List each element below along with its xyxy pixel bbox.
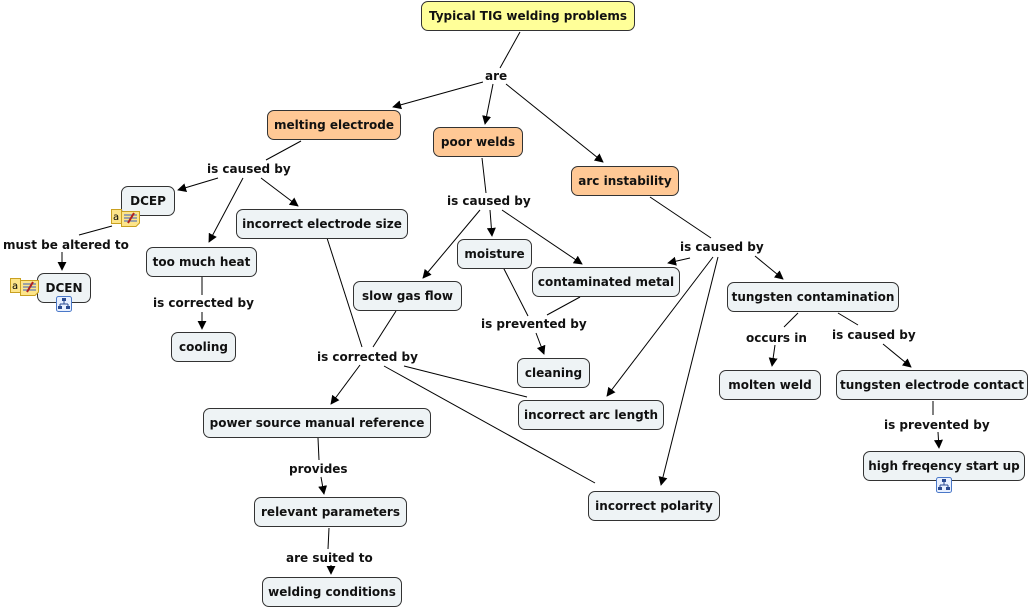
concept-relevant-parameters[interactable]: relevant parameters [254,497,407,527]
edge [535,332,546,355]
link-gas-is-corrected-by[interactable]: is corrected by [315,350,420,364]
concept-high-freqency-start-up[interactable]: high freqency start up [863,451,1025,481]
link-occurs-in[interactable]: occurs in [744,331,809,345]
link-is-prevented-by[interactable]: is prevented by [479,317,589,331]
concept-tungsten-contamination[interactable]: tungsten contamination [727,282,899,312]
concept-too-much-heat[interactable]: too much heat [146,247,257,277]
concept-molten-weld[interactable]: molten weld [719,370,821,400]
edge [768,344,778,367]
edge [265,140,302,161]
concept-incorrect-arc-length[interactable]: incorrect arc length [518,400,664,430]
link-contact-is-prevented-by[interactable]: is prevented by [882,418,992,432]
edge [403,365,528,398]
edge [934,431,943,449]
edge [606,256,714,397]
edge [501,209,583,265]
concept-cooling[interactable]: cooling [171,332,236,362]
edge [505,83,604,163]
edge [372,310,397,348]
edge [330,364,361,405]
edge [327,527,330,550]
edge [422,209,481,279]
edge [502,266,529,317]
edge [546,296,581,316]
edge [667,256,691,266]
edge [754,255,784,280]
concept-poor-welds[interactable]: poor welds [433,127,523,157]
concept-cleaning[interactable]: cleaning [517,358,590,388]
edge [658,256,719,486]
edge [260,177,299,207]
edge [383,365,596,484]
concept-slow-gas-flow[interactable]: slow gas flow [353,281,462,311]
edge [649,196,712,239]
concept-map-link-icon[interactable] [936,477,952,493]
concept-contaminated-metal[interactable]: contaminated metal [532,267,680,297]
annotation-note-icon[interactable]: a [111,209,141,227]
concept-incorrect-polarity[interactable]: incorrect polarity [588,491,720,521]
edge [482,83,494,125]
concept-melting-electrode[interactable]: melting electrode [267,110,401,140]
link-heat-is-corrected-by[interactable]: is corrected by [151,296,256,310]
edge [837,312,859,326]
link-must-be-altered-to[interactable]: must be altered to [1,238,131,252]
edge [392,81,484,110]
edge [481,157,487,194]
link-are[interactable]: are [483,69,510,83]
link-poor-is-caused-by[interactable]: is caused by [445,194,533,208]
edge [882,343,912,368]
concept-incorrect-electrode-size[interactable]: incorrect electrode size [236,209,408,239]
concept-root[interactable]: Typical TIG welding problems [421,1,635,31]
concept-welding-conditions[interactable]: welding conditions [262,577,402,607]
svg-text:a: a [113,212,119,223]
link-are-suited-to[interactable]: are suited to [284,551,375,565]
annotation-note-icon[interactable]: a [10,278,40,296]
link-tungsten-is-caused-by[interactable]: is caused by [830,328,918,342]
concept-moisture[interactable]: moisture [457,239,532,269]
edge [317,437,320,461]
edge [326,237,363,348]
concept-tungsten-electrode-contact[interactable]: tungsten electrode contact [836,370,1028,400]
link-provides[interactable]: provides [287,462,350,476]
concept-power-source-manual-reference[interactable]: power source manual reference [203,408,431,438]
edge [177,177,219,192]
edge [783,312,799,328]
edge [499,31,521,69]
edge [78,225,113,236]
link-melting-is-caused-by[interactable]: is caused by [205,162,293,176]
concept-map-link-icon[interactable] [56,296,72,312]
edge [486,209,496,237]
edge [208,177,244,243]
concept-arc-instability[interactable]: arc instability [571,166,679,196]
edge [318,476,328,495]
link-arc-is-caused-by[interactable]: is caused by [678,240,766,254]
svg-text:a: a [12,281,18,292]
